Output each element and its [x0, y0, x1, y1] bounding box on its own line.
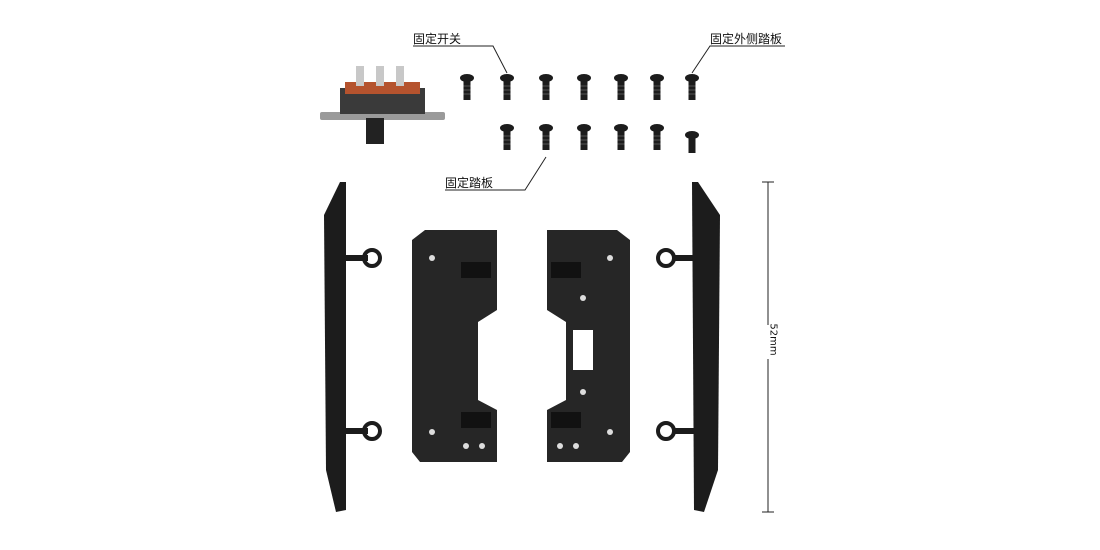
callout-switch-screw: 固定开关	[413, 32, 462, 46]
screws-top-row	[459, 73, 700, 101]
slide-switch	[320, 66, 445, 144]
dimension-label: 52mm	[767, 323, 779, 356]
callout-pedal-screw: 固定踏板	[445, 176, 494, 190]
callout-lines	[413, 45, 785, 191]
left-pedal-plate	[412, 230, 497, 462]
callout-outer-pedal-screw: 固定外侧踏板	[710, 32, 783, 46]
right-pedal-plate	[547, 230, 630, 462]
left-side-rail	[324, 182, 382, 512]
right-side-rail	[656, 182, 720, 512]
screws-bottom-row	[499, 123, 699, 153]
